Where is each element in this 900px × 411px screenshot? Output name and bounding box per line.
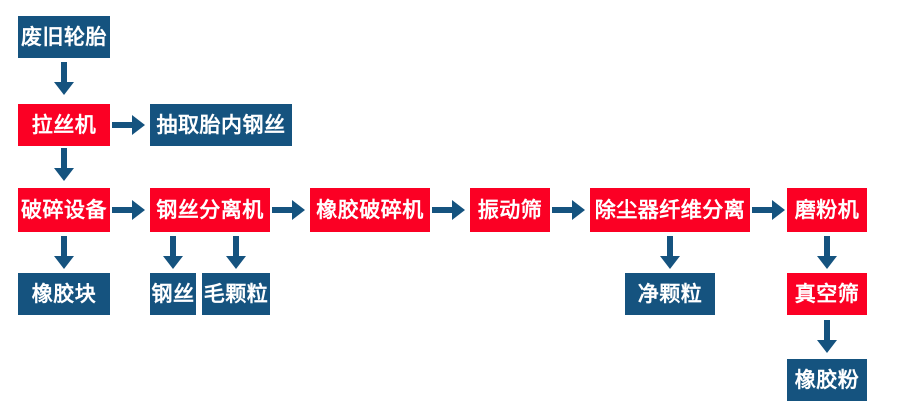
flow-node-n5-equipment: 钢丝分离机 <box>150 188 270 232</box>
flow-node-n4-equipment: 破碎设备 <box>18 188 110 232</box>
flow-node-n10-material: 橡胶块 <box>18 273 110 315</box>
arrow-right-n8-to-n9-icon <box>752 194 786 226</box>
flow-node-n1-material: 废旧轮胎 <box>18 16 110 58</box>
flow-node-n12-material: 毛颗粒 <box>202 273 270 315</box>
arrow-right-n6-to-n7-icon <box>432 194 468 226</box>
flow-node-n3-material: 抽取胎内钢丝 <box>150 104 292 146</box>
arrow-right-n5-to-n6-icon <box>272 194 308 226</box>
flow-node-n7-equipment: 振动筛 <box>470 188 550 232</box>
flow-node-n14-equipment: 真空筛 <box>787 273 867 315</box>
arrow-right-n2-to-n3-icon <box>112 109 148 141</box>
flow-node-n11-material: 钢丝 <box>150 273 196 315</box>
arrow-down-n1-to-n2-icon <box>48 62 80 100</box>
arrow-down-n5-to-n11-icon <box>157 236 189 270</box>
arrow-down-n5-to-n12-icon <box>220 236 252 270</box>
arrow-down-n4-to-n10-icon <box>48 236 80 270</box>
arrow-down-n8-to-n13-icon <box>654 236 686 270</box>
arrow-down-n9-to-n14-icon <box>811 236 843 270</box>
flow-node-n8-equipment: 除尘器纤维分离 <box>590 188 750 232</box>
flow-node-n13-material: 净颗粒 <box>625 273 715 315</box>
arrow-right-n4-to-n5-icon <box>112 194 148 226</box>
arrow-down-n14-to-n15-icon <box>811 320 843 356</box>
flow-node-n6-equipment: 橡胶破碎机 <box>310 188 430 232</box>
arrow-right-n7-to-n8-icon <box>552 194 588 226</box>
flow-node-n2-equipment: 拉丝机 <box>18 104 110 146</box>
flow-node-n15-material: 橡胶粉 <box>787 359 867 401</box>
arrow-down-n2-to-n4-icon <box>48 148 80 186</box>
flow-node-n9-equipment: 磨粉机 <box>787 188 867 232</box>
